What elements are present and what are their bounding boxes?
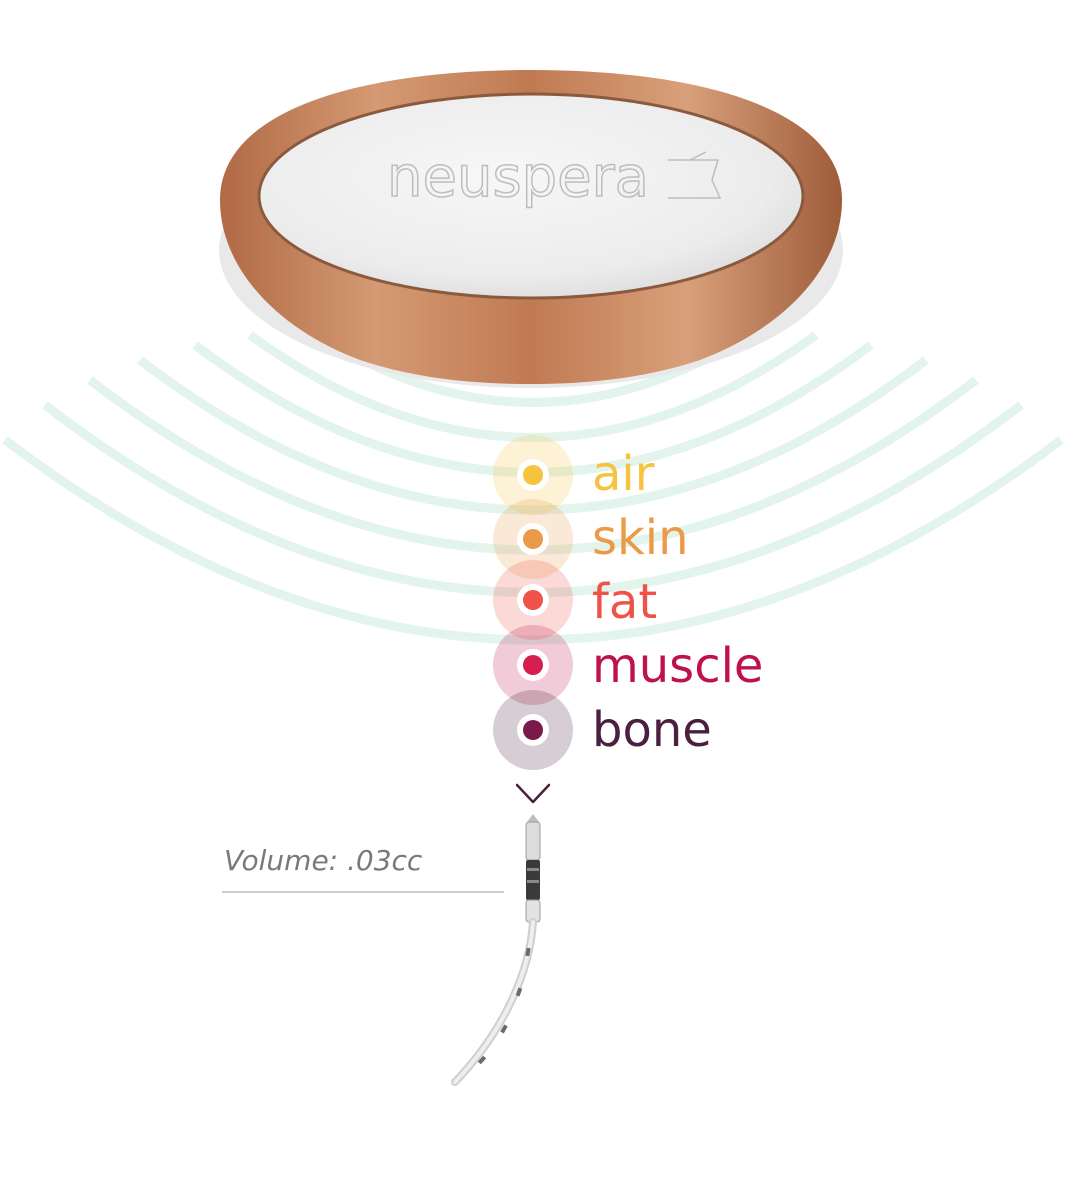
layer-label-air: air — [592, 446, 655, 502]
layer-label-muscle: muscle — [592, 638, 764, 694]
neuspera-logo-mark-icon — [668, 151, 722, 199]
transmitter-device: neuspera — [219, 70, 843, 388]
layer-markers — [493, 435, 573, 770]
layer-label-bone: bone — [592, 702, 712, 758]
marker-bone — [493, 690, 573, 770]
marker-air — [493, 435, 573, 515]
brand-wordmark: neuspera — [387, 145, 649, 210]
device-face — [257, 92, 805, 300]
marker-skin — [493, 499, 573, 579]
implant-volume-label: Volume: .03cc — [224, 844, 423, 877]
layer-label-skin: skin — [592, 510, 689, 566]
marker-muscle — [493, 625, 573, 705]
layer-label-fat: fat — [592, 574, 658, 630]
marker-fat — [493, 560, 573, 640]
arrow-down-icon — [515, 783, 551, 804]
implant-device-icon — [451, 814, 541, 1086]
